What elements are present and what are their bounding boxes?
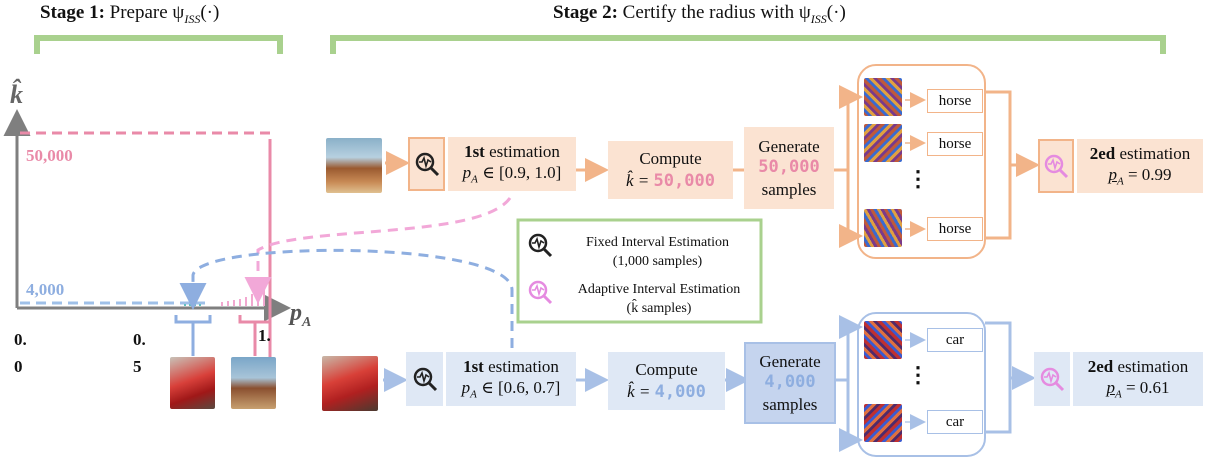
car-input-image xyxy=(322,356,378,411)
blue-dashed-arrow xyxy=(179,248,514,348)
label-horse-1: horse xyxy=(927,89,983,113)
legend-box xyxy=(516,218,763,324)
generate-box-orange: Generate 50,000 samples xyxy=(744,127,834,209)
y-axis-label: k̂ xyxy=(10,80,23,109)
label-horse-2: horse xyxy=(927,132,983,156)
fixed-estimator-icon-blue xyxy=(406,352,443,406)
x-tick-0: 0.0 xyxy=(14,330,27,376)
adaptive-estimator-icon-blue xyxy=(1034,352,1070,406)
blue-bracket xyxy=(174,315,212,356)
generate-box-blue: Generate 4,000 samples xyxy=(744,342,836,424)
y-tick-4000: 4,000 xyxy=(26,280,65,299)
adaptive-legend-text: Adaptive Interval Estimation(k̂ samples) xyxy=(577,282,741,316)
second-estimation-box-blue: 2ed estimation pA = 0.61 xyxy=(1073,352,1203,406)
noisy-horse-sample-2 xyxy=(864,124,902,162)
label-car-2: car xyxy=(927,410,983,434)
fixed-legend-text: Fixed Interval Estimation(1,000 samples) xyxy=(585,235,730,269)
compute-box-orange: Compute k̂ = 50,000 xyxy=(608,141,733,199)
adaptive-estimator-icon-orange xyxy=(1038,139,1074,193)
orange-sample-group xyxy=(857,64,986,259)
fixed-legend-icon xyxy=(527,232,553,263)
first-estimation-box-orange: 1st estimation pA ∈ [0.9, 1.0] xyxy=(448,137,576,191)
pink-bracket xyxy=(238,315,272,356)
compute-box-blue: Compute k̂ = 4,000 xyxy=(608,352,725,410)
second-estimation-box-orange: 2ed estimation pA = 0.99 xyxy=(1077,139,1203,193)
pink-dashed-arrow xyxy=(244,197,512,304)
adaptive-legend-icon xyxy=(527,279,553,310)
orange-dots: ⋮ xyxy=(907,166,929,191)
x-axis-label: pA xyxy=(290,300,312,330)
horse-input-image xyxy=(326,138,382,193)
blue-dots: ⋮ xyxy=(907,362,929,387)
first-estimation-box-blue: 1st estimation pA ∈ [0.6, 0.7] xyxy=(446,352,576,406)
fixed-estimator-icon-orange xyxy=(408,137,445,191)
label-horse-3: horse xyxy=(927,217,983,241)
stage2-title: Stage 2: Certify the radius with ψISS(·) xyxy=(553,2,846,26)
y-tick-50000: 50,000 xyxy=(26,146,73,165)
stage1-bracket xyxy=(34,35,283,54)
stage2-bracket xyxy=(330,35,1166,54)
x-tick-1: 1. xyxy=(258,326,271,345)
pink-threshold-line xyxy=(20,131,272,305)
noisy-horse-sample-1 xyxy=(864,78,902,116)
x-tick-05: 0.5 xyxy=(133,330,146,376)
pink-small-bars xyxy=(221,285,265,306)
noisy-horse-sample-3 xyxy=(864,209,902,247)
stage1-title: Stage 1: Prepare ψISS(·) xyxy=(40,2,220,26)
noisy-car-sample-2 xyxy=(864,404,902,442)
car-thumbnail-plot xyxy=(170,357,215,409)
blue-sample-group xyxy=(857,312,986,457)
noisy-car-sample-1 xyxy=(864,321,902,359)
horse-thumbnail-plot xyxy=(231,357,276,409)
label-car-1: car xyxy=(927,328,983,352)
